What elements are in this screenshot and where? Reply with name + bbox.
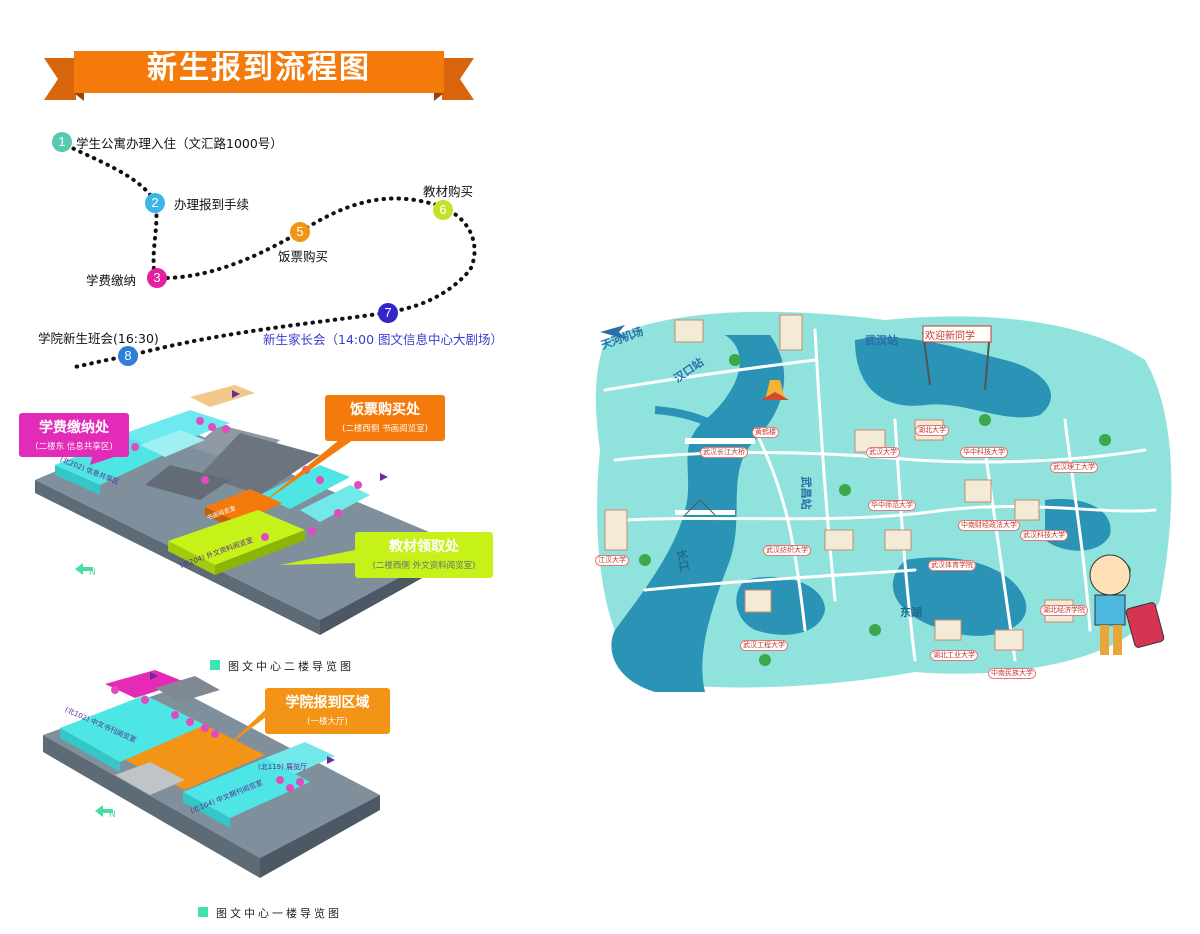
callout-books-sub: (二楼西侧 外文资料阅览室): [372, 561, 476, 571]
callout-register-sub: (一楼大厅): [307, 717, 348, 727]
callout-tuition: 学费缴纳处 (二楼东 信息共享区): [19, 413, 129, 457]
callout-books-title: 教材领取处: [389, 539, 459, 555]
floor1-diagram: N: [43, 670, 380, 878]
map-place: 武汉纺织大学: [763, 545, 811, 556]
map-place: 华中科技大学: [960, 447, 1008, 458]
callout-tuition-sub: (二楼东 信息共享区): [35, 442, 113, 452]
map-lake-label: 东湖: [900, 606, 922, 619]
step-7-label: 新生家长会（14:00 图文信息中心大剧场）: [263, 332, 503, 347]
map-place: 武汉大学: [866, 447, 900, 458]
title-ribbon: [44, 51, 474, 101]
flow-path: [58, 140, 477, 370]
step-2-label: 办理报到手续: [174, 197, 250, 212]
svg-text:N: N: [109, 810, 116, 820]
map-wuchang-station: 武昌站: [799, 476, 813, 510]
callout-meal-title: 饭票购买处: [350, 402, 420, 418]
step-8-label: 学院新生班会(16:30): [38, 331, 159, 346]
map-place: 武汉科技大学: [1020, 530, 1068, 541]
step-2-marker: 2: [145, 193, 165, 213]
map-place: 湖北经济学院: [1040, 605, 1088, 616]
step-6-label: 教材购买: [423, 184, 474, 199]
room-119-label: (北119) 展览厅: [258, 763, 308, 771]
callout-meal: 饭票购买处 (二楼西侧 书画阅览室): [325, 395, 445, 441]
map-place: 中南财经政法大学: [958, 520, 1020, 531]
map-place: 武汉理工大学: [1050, 462, 1098, 473]
step-3-label: 学费缴纳: [86, 273, 137, 288]
svg-text:N: N: [89, 568, 96, 578]
page-title: 新生报到流程图: [147, 51, 371, 86]
map-welcome-sign: 欢迎新同学: [925, 331, 975, 342]
floor2-caption: 图文中心二楼导览图: [228, 660, 354, 673]
floor2-legend-marker: [210, 660, 220, 670]
step-3-marker: 3: [147, 268, 167, 288]
city-map: [595, 311, 1172, 692]
map-place: 中南民族大学: [988, 668, 1036, 679]
map-place: 江汉大学: [595, 555, 629, 566]
step-5-label: 饭票购买: [278, 249, 329, 264]
step-5-marker: 5: [290, 222, 310, 242]
map-wuhan-station: 武汉站: [865, 334, 898, 347]
step-1-marker: 1: [52, 132, 72, 152]
callout-tuition-title: 学费缴纳处: [39, 420, 109, 436]
callout-meal-sub: (二楼西侧 书画阅览室): [342, 424, 428, 434]
callout-books: 教材领取处 (二楼西侧 外文资料阅览室): [355, 532, 493, 578]
map-place: 黄鹤楼: [752, 427, 779, 438]
step-7-marker: 7: [378, 303, 398, 323]
step-8-marker: 8: [118, 346, 138, 366]
callout-register: 学院报到区域 (一楼大厅): [265, 688, 390, 734]
floor1-caption: 图文中心一楼导览图: [216, 907, 342, 920]
step-1-label: 学生公寓办理入住（文汇路1000号）: [76, 136, 283, 151]
map-place: 华中师范大学: [868, 500, 916, 511]
map-place: 湖北大学: [915, 425, 949, 436]
map-place: 武汉长江大桥: [700, 447, 748, 458]
callout-register-title: 学院报到区域: [285, 695, 370, 711]
map-place: 湖北工业大学: [930, 650, 978, 661]
step-6-marker: 6: [433, 200, 453, 220]
floor1-legend-marker: [198, 907, 208, 917]
map-place: 武汉工程大学: [740, 640, 788, 651]
map-place: 武汉体育学院: [928, 560, 976, 571]
floor2-diagram: N: [35, 385, 460, 635]
